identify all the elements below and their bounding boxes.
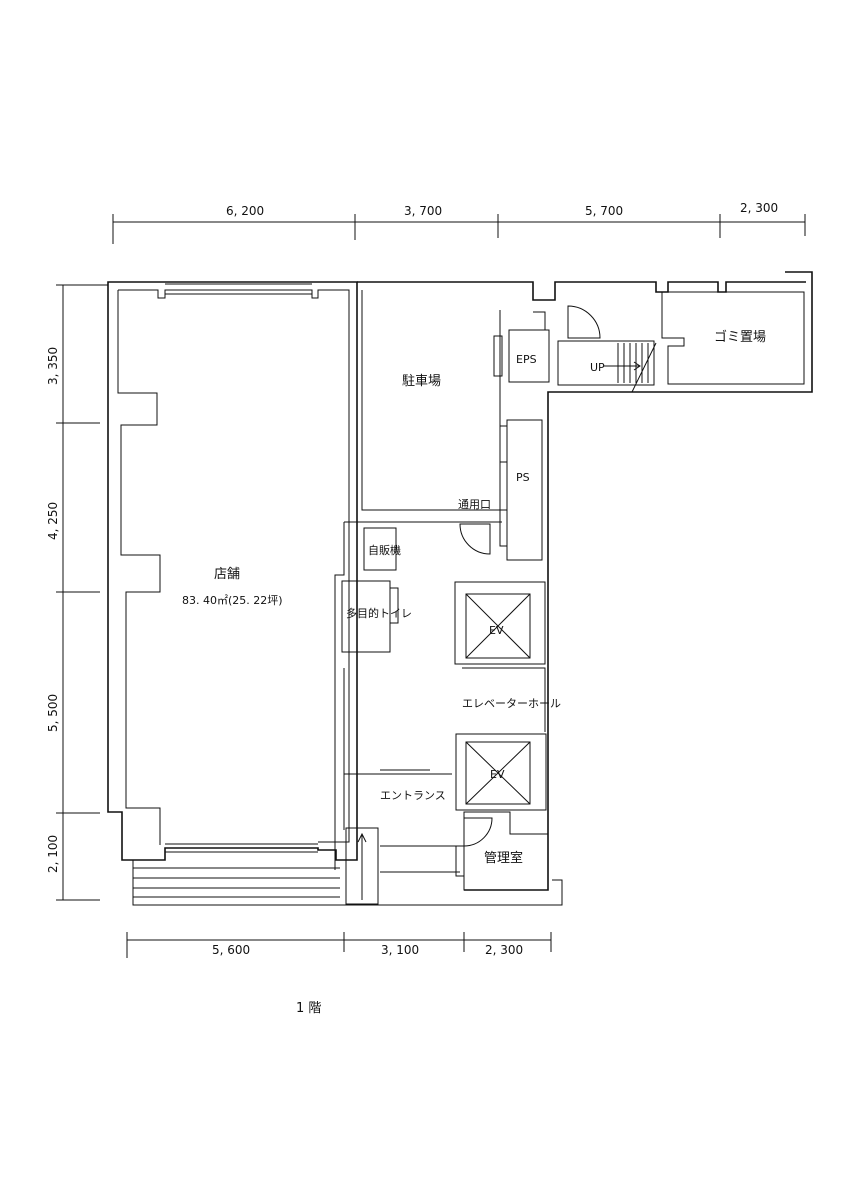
parking-area: 駐車場 [361,290,501,520]
elevator-hall: エレベーターホール [462,667,561,732]
service-entrance: 通用口 [344,498,502,555]
service-entrance-label: 通用口 [458,498,491,511]
elevator-hall-label: エレベーターホール [462,697,561,710]
shop-area: 83. 40㎡(25. 22坪) [182,594,283,607]
corridor-walls [334,522,345,870]
stairs: UP [557,305,657,393]
toilet-room: 多目的トイレ [341,580,412,653]
top-dim-1: 6, 200 [226,204,264,218]
shop-room: 店舗 83. 40㎡(25. 22坪) [107,281,358,861]
elevator-2: EV [455,733,547,811]
top-dim-2: 3, 700 [404,204,442,218]
garbage-room: ゴミ置場 [661,291,805,385]
top-dim-3: 5, 700 [585,204,623,218]
entrance-label: エントランス [380,789,446,802]
garbage-label: ゴミ置場 [714,329,766,345]
left-dim-4: 2, 100 [46,835,60,873]
vending-label: 自販機 [368,543,401,557]
elevator-1-label: EV [489,624,504,637]
stairs-up-label: UP [590,361,605,374]
management-label: 管理室 [484,850,523,866]
elevator-2-label: EV [490,768,505,781]
left-dim-3: 5, 500 [46,694,60,732]
shop-name: 店舗 [214,567,240,582]
left-dimension-line: 3, 350 4, 250 5, 500 2, 100 [46,284,108,901]
bottom-dim-2: 3, 100 [381,943,419,957]
left-dim-2: 4, 250 [46,502,60,540]
eps-label: EPS [516,353,537,366]
left-dim-1: 3, 350 [46,347,60,385]
bottom-dim-1: 5, 600 [212,943,250,957]
ps-room: PS [499,419,543,561]
top-dim-4: 2, 300 [740,201,778,215]
bottom-dim-3: 2, 300 [485,943,523,957]
bottom-dimension-line: 5, 600 3, 100 2, 300 [126,932,552,958]
toilet-label: 多目的トイレ [346,606,412,620]
top-dimension-line: 6, 200 3, 700 5, 700 2, 300 [112,201,806,244]
entrance: エントランス [344,769,460,905]
vending-area: 自販機 [363,527,401,571]
floor-label: 1 階 [296,1001,321,1016]
elevator-1: EV [454,581,546,665]
ps-label: PS [516,471,530,484]
management-room: 管理室 [455,811,549,891]
parking-label: 駐車場 [402,374,441,389]
eps-room: EPS [493,311,550,383]
